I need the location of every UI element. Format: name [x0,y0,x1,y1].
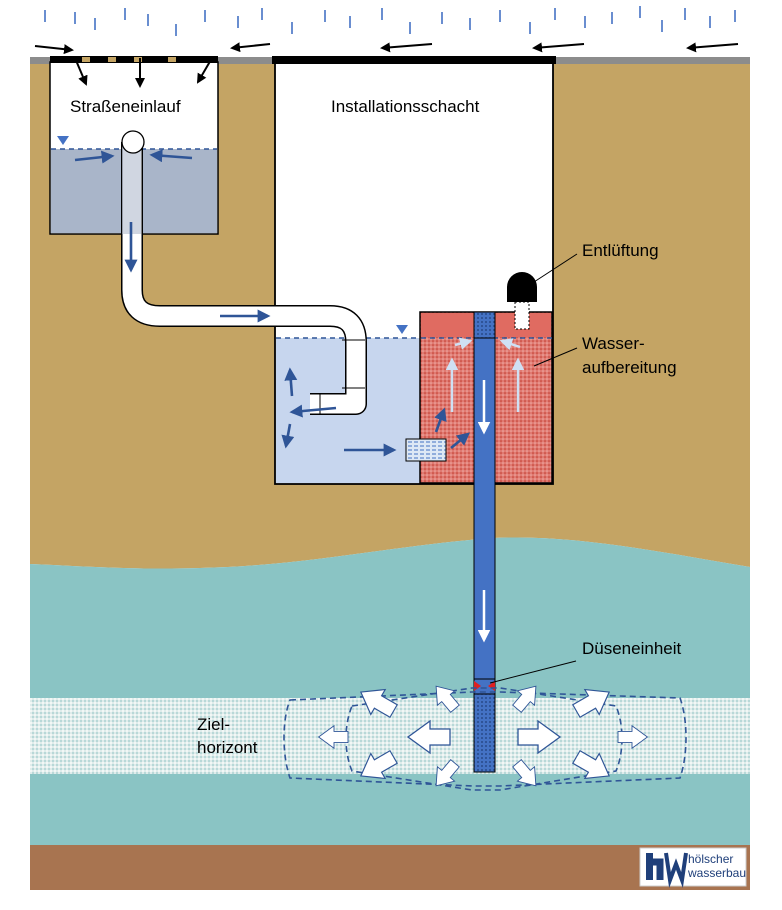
treatment-leader-line [533,347,578,367]
treatment-intake [405,438,447,462]
label-water-treatment-2: aufbereitung [582,358,677,377]
inlet-water-level-marker [57,136,69,145]
outflow-arrows [317,685,649,787]
aquifer-layer [30,537,750,845]
shaft-water-level-marker [396,325,408,334]
well-screen [473,693,496,773]
label-target-horizon-1: Ziel- [197,715,231,734]
infiltration-zone-inner [345,687,623,791]
label-street-inlet: Straßeneinlauf [70,97,181,116]
label-water-treatment-1: Wasser- [582,334,645,353]
label-installation-shaft: Installationsschacht [331,97,480,116]
flow-arrows-blue [74,149,471,457]
flow-arrows-light [445,337,525,412]
label-vent: Entlüftung [582,241,659,260]
inlet-inflow-arrows [74,57,213,88]
shaft-cover [272,56,556,64]
sky [30,0,750,58]
surface-runoff-arrows [34,42,739,55]
label-nozzle-unit: Düseneinheit [582,639,682,658]
inlet-grate [50,56,218,63]
logo-line-2: wasserbau [688,866,747,880]
logo-text: hölscher wasserbau [688,852,746,880]
nozzle-leader-line [489,660,577,684]
pipe-head [473,311,496,339]
rain [44,6,736,36]
vent-cap [507,272,537,330]
label-target-horizon-2: horizont [197,738,258,757]
infiltration-zone-outer [283,691,687,787]
vent-leader-line [533,253,578,283]
logo-mark [639,847,747,888]
bedrock-layer [30,845,750,890]
logo-line-1: hölscher [688,852,734,866]
overflow-inlet [121,130,145,154]
